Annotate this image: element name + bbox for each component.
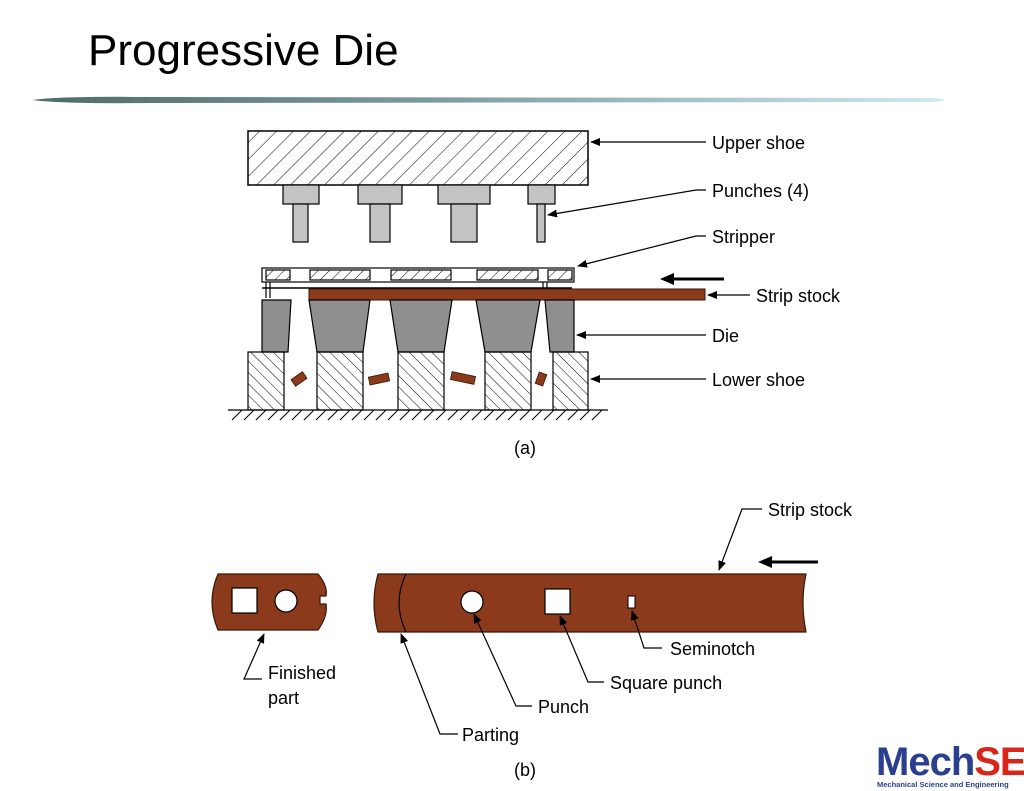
- figure-b: Strip stock Finished part Seminotch Squa…: [211, 500, 853, 780]
- punch-4-stem: [536, 203, 546, 243]
- logo-se: SE: [974, 740, 1024, 784]
- punch-1-head: [282, 184, 320, 205]
- label-punch: Punch: [538, 697, 589, 717]
- label-seminotch: Seminotch: [670, 639, 755, 659]
- feed-arrow-a: [660, 273, 724, 285]
- punch-3-head: [437, 184, 491, 205]
- punch-3-stem: [450, 203, 478, 243]
- label-strip-stock-a: Strip stock: [756, 286, 841, 306]
- finished-part: [211, 573, 327, 631]
- label-parting: Parting: [462, 725, 519, 745]
- figure-a: Upper shoe Punches (4) Stripper Strip st…: [228, 130, 841, 458]
- upper-shoe: [247, 130, 589, 186]
- slide-title: Progressive Die: [88, 26, 399, 75]
- punch-1-stem: [292, 203, 309, 243]
- strip-round-hole: [460, 590, 484, 614]
- label-upper-shoe: Upper shoe: [712, 133, 805, 153]
- label-square-punch: Square punch: [610, 673, 722, 693]
- mechse-logo: MechSE Mechanical Science and Engineerin…: [874, 740, 1024, 791]
- title-rule: [32, 96, 944, 104]
- label-stripper: Stripper: [712, 227, 775, 247]
- punches: [282, 184, 556, 243]
- logo-subtitle: Mechanical Science and Engineering: [877, 780, 1009, 789]
- leaders-a: [547, 138, 750, 383]
- strip-stock-a: [308, 288, 706, 301]
- die: [261, 299, 575, 353]
- stripper: [261, 267, 575, 298]
- caption-a: (a): [514, 438, 536, 458]
- strip-stock-b: [373, 573, 807, 633]
- logo-wordmark: MechSE: [876, 740, 1024, 785]
- leaders-b: [243, 508, 762, 735]
- finished-part-square-hole: [231, 587, 258, 614]
- label-punches: Punches (4): [712, 181, 809, 201]
- parting-curve: [398, 573, 407, 633]
- finished-part-round-hole: [274, 589, 298, 613]
- punch-4-head: [527, 184, 556, 205]
- logo-mech: Mech: [876, 740, 975, 784]
- strip-square-hole: [544, 588, 571, 615]
- strip-seminotch: [627, 595, 636, 609]
- label-lower-shoe: Lower shoe: [712, 370, 805, 390]
- label-finished-part-line1: Finished: [268, 663, 336, 683]
- punch-2-stem: [369, 203, 391, 243]
- label-die: Die: [712, 326, 739, 346]
- feed-arrow-b: [758, 556, 818, 568]
- caption-b: (b): [514, 760, 536, 780]
- ground: [228, 409, 608, 421]
- punch-2-head: [357, 184, 403, 205]
- label-strip-stock-b: Strip stock: [768, 500, 853, 520]
- label-finished-part-line2: part: [268, 688, 299, 708]
- slugs: [290, 371, 548, 387]
- lower-shoe: [247, 351, 589, 411]
